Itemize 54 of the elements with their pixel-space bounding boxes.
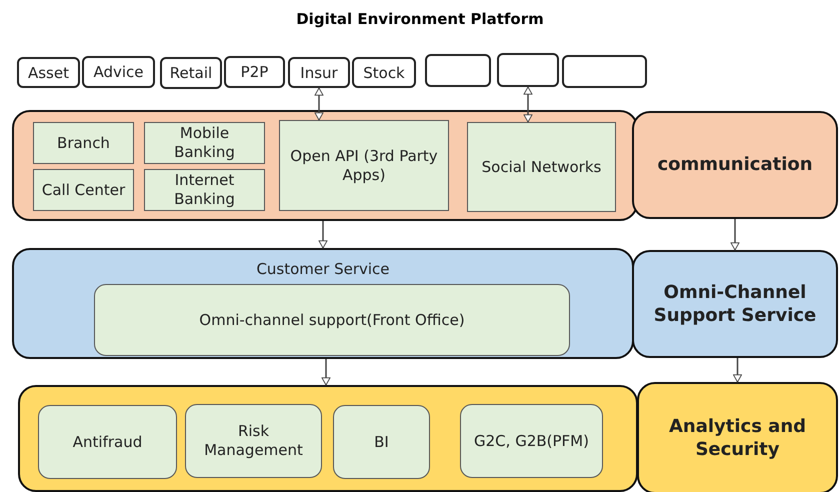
component-box <box>94 284 570 356</box>
component-box <box>467 122 616 212</box>
layer-label-box <box>637 382 838 492</box>
box-label: P2P <box>240 63 268 81</box>
arrow <box>322 359 330 386</box>
category-box <box>352 57 416 88</box>
box-label: Social Networks <box>482 158 602 176</box>
component-box <box>144 169 265 211</box>
diagram-title: Digital Environment Platform <box>295 10 545 28</box>
layer-panel <box>18 385 638 492</box>
component-box <box>279 120 449 211</box>
panel-title: Customer Service <box>256 260 390 278</box>
component-box <box>38 405 177 479</box>
component-box <box>33 169 134 211</box>
box-label: Omni-channel support(Front Office) <box>199 310 465 330</box>
arrow <box>318 221 328 248</box>
box-label: communication <box>657 153 813 177</box>
box-label: BI <box>374 432 389 452</box>
box-label: Mobile Banking <box>173 124 236 162</box>
arrow <box>524 86 532 122</box>
box-label: Omni-Channel Support Service <box>652 280 818 328</box>
box-label: G2C, G2B(PFM) <box>474 432 589 450</box>
arrow <box>730 219 740 250</box>
box-label: Internet Banking <box>173 171 236 209</box>
arrow <box>314 88 324 120</box>
layer-label-box <box>632 250 838 358</box>
component-box <box>333 405 430 479</box>
box-label: Branch <box>57 134 110 152</box>
box-label: Analytics and Security <box>668 414 808 462</box>
box-label: Risk Management <box>203 422 304 460</box>
component-box <box>185 404 322 478</box>
component-box <box>33 122 134 164</box>
box-label: Stock <box>363 64 405 82</box>
box-label: Advice <box>93 63 144 81</box>
empty-box <box>425 54 491 87</box>
box-label: Call Center <box>42 180 126 200</box>
box-label: Asset <box>28 64 69 82</box>
box-label: Antifraud <box>72 432 142 452</box>
box-label: Open API (3rd Party Apps) <box>289 146 439 184</box>
component-box <box>460 404 603 478</box>
box-label: Insur <box>300 64 338 82</box>
layer-label-box <box>632 111 838 219</box>
empty-box <box>562 55 647 88</box>
arrow <box>733 358 742 382</box>
component-box <box>144 122 265 164</box>
empty-box <box>497 53 559 87</box>
category-box <box>160 57 222 89</box>
box-label: Retail <box>170 64 212 82</box>
layer-panel <box>12 110 638 221</box>
layer-panel <box>12 248 634 359</box>
category-box <box>17 57 80 88</box>
category-box <box>288 57 350 88</box>
category-box <box>82 56 155 88</box>
category-box <box>224 56 285 88</box>
